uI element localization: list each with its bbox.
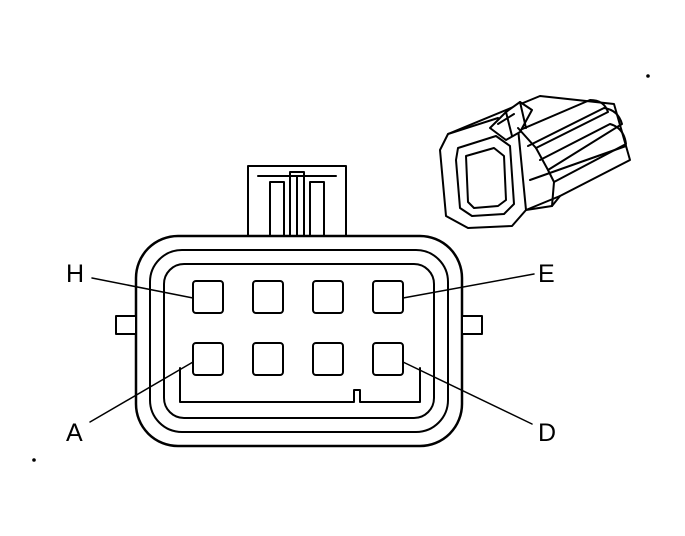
- connector-housing-inner: [149, 249, 449, 433]
- pin-label-e: E: [538, 260, 555, 288]
- leader-line-d: [402, 361, 533, 425]
- cavity-d: [372, 342, 404, 376]
- locking-tab: [247, 165, 347, 237]
- connector-face: [163, 263, 435, 419]
- cavity-h: [192, 280, 224, 314]
- left-ear: [115, 315, 137, 335]
- scan-dot: [32, 458, 36, 462]
- pin-label-d: D: [538, 419, 556, 447]
- scan-dot: [646, 74, 650, 78]
- connector-iso-view: [439, 95, 631, 229]
- right-ear: [461, 315, 483, 335]
- leader-line-a: [89, 361, 194, 423]
- keyway-channel: [179, 367, 421, 403]
- leader-line-e: [402, 273, 535, 299]
- cavity: [252, 342, 284, 376]
- cavity-a: [192, 342, 224, 376]
- cavity: [252, 280, 284, 314]
- pin-label-a: A: [66, 419, 83, 447]
- connector-housing-outer: [134, 234, 464, 448]
- pin-label-h: H: [66, 260, 84, 288]
- leader-line-h: [91, 277, 194, 299]
- cavity: [312, 280, 344, 314]
- cavity-e: [372, 280, 404, 314]
- cavity: [312, 342, 344, 376]
